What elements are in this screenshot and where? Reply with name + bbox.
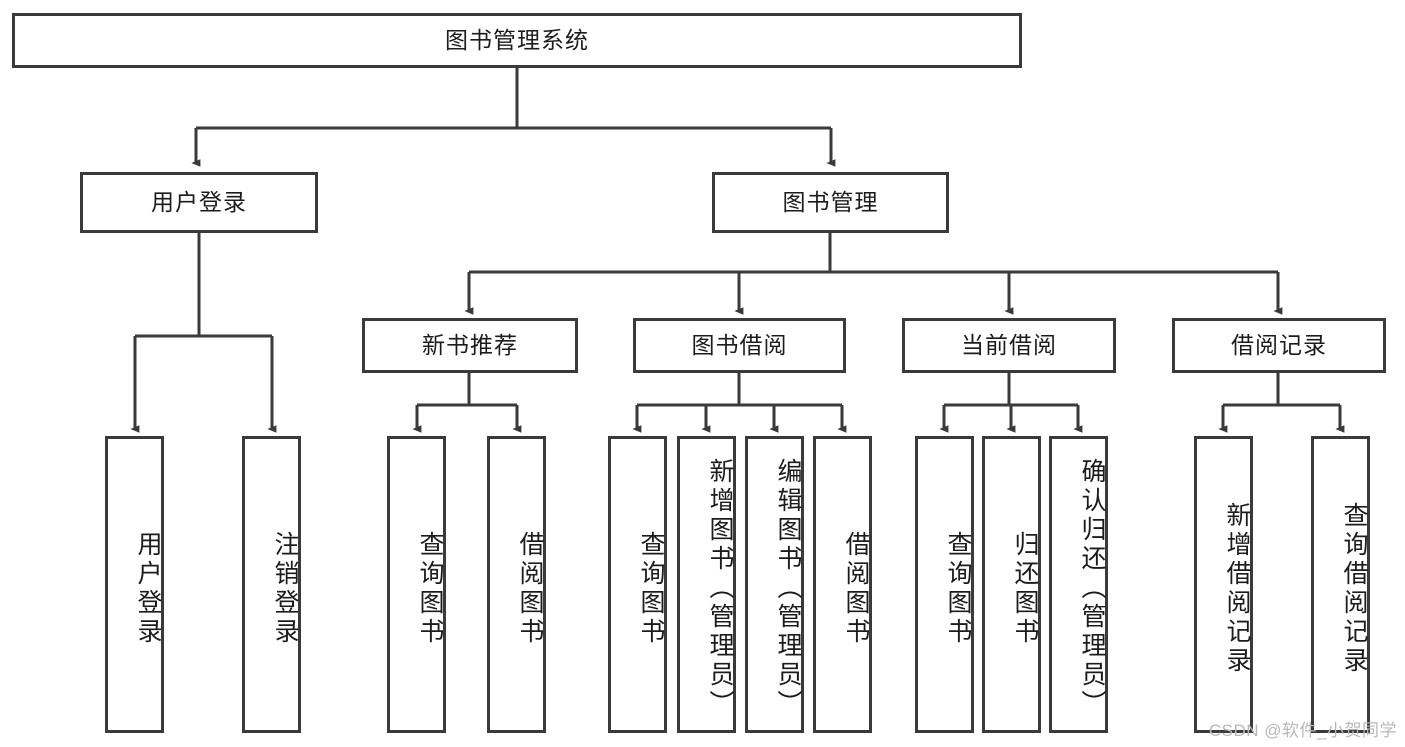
node-label: 借阅记录	[1231, 331, 1327, 358]
node-label: 查询图书	[637, 530, 665, 647]
node-label: 借阅图书	[516, 530, 544, 647]
node-current-borrow[interactable]: 当前借阅	[902, 318, 1116, 373]
node-label: 图书借阅	[691, 331, 788, 358]
node-new-book-recommend[interactable]: 新书推荐	[362, 318, 578, 373]
leaf-borrow-borrow-book[interactable]: 借阅图书	[813, 436, 872, 733]
leaf-current-confirm-return[interactable]: 确认归还（管理员）	[1049, 436, 1108, 733]
node-label: 新书推荐	[422, 331, 518, 358]
node-label: 查询图书	[944, 530, 972, 647]
node-user-login[interactable]: 用户登录	[80, 172, 318, 233]
leaf-record-query[interactable]: 查询借阅记录	[1311, 436, 1370, 733]
leaf-user-login-signout[interactable]: 注销登录	[242, 436, 301, 733]
leaf-current-return-book[interactable]: 归还图书	[982, 436, 1041, 733]
node-label: 借阅图书	[842, 530, 870, 647]
csdn-watermark: CSDN @软件_小贺同学	[1208, 721, 1397, 740]
node-label: 查询借阅记录	[1340, 501, 1368, 676]
leaf-current-query-book[interactable]: 查询图书	[915, 436, 974, 733]
node-label: 编辑图书（管理员）	[774, 458, 802, 719]
node-label: 图书管理系统	[445, 26, 589, 53]
leaf-borrow-add-book[interactable]: 新增图书（管理员）	[677, 436, 736, 733]
node-label: 新增图书（管理员）	[706, 458, 734, 719]
node-label: 查询图书	[416, 530, 444, 647]
node-label: 图书管理	[782, 188, 879, 215]
leaf-user-login-signin[interactable]: 用户登录	[105, 436, 164, 733]
node-borrow-record[interactable]: 借阅记录	[1172, 318, 1386, 373]
leaf-new-book-borrow[interactable]: 借阅图书	[487, 436, 546, 733]
node-label: 用户登录	[134, 530, 162, 647]
leaf-borrow-edit-book[interactable]: 编辑图书（管理员）	[745, 436, 804, 733]
leaf-new-book-query[interactable]: 查询图书	[387, 436, 446, 733]
node-book-management[interactable]: 图书管理	[712, 172, 949, 233]
leaf-record-add[interactable]: 新增借阅记录	[1194, 436, 1253, 733]
node-label: 当前借阅	[961, 331, 1057, 358]
node-label: 新增借阅记录	[1223, 501, 1251, 676]
node-label: 归还图书	[1011, 530, 1039, 647]
node-root-system[interactable]: 图书管理系统	[12, 13, 1022, 68]
leaf-borrow-query-book[interactable]: 查询图书	[608, 436, 667, 733]
node-book-borrow[interactable]: 图书借阅	[633, 318, 846, 373]
node-label: 注销登录	[271, 530, 299, 647]
node-label: 用户登录	[151, 188, 247, 215]
node-label: 确认归还（管理员）	[1078, 458, 1106, 719]
